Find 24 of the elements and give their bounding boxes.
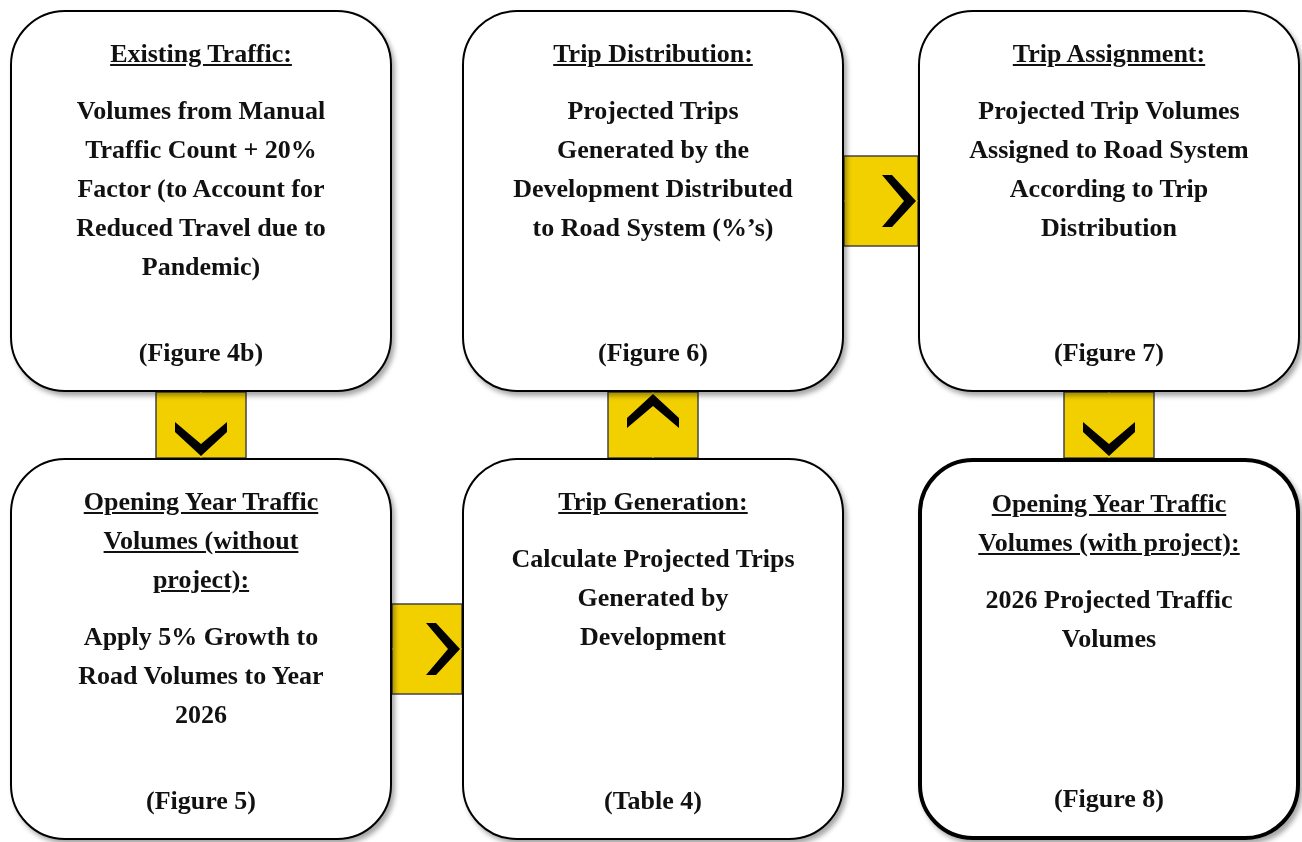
box-heading: Opening Year Traffic Volumes (without project): (82, 486, 320, 596)
box-text: Apply 5% Growth to Road Volumes to Year 2026 (77, 621, 325, 731)
box-heading: Existing Traffic: (110, 38, 292, 70)
box-text: 2026 Projected Traffic Volumes (984, 584, 1234, 655)
box-text: Calculate Projected Trips Generated by Development (510, 543, 796, 653)
figure-reference: (Table 4) (604, 785, 702, 817)
process-box (10, 10, 392, 392)
box-text: Projected Trip Volumes Assigned to Road System According to Trip Distribution (968, 95, 1250, 244)
box-heading: Trip Generation: (558, 486, 748, 518)
process-box (462, 458, 844, 840)
figure-reference: (Figure 6) (598, 337, 708, 369)
figure-reference: (Figure 5) (146, 785, 256, 817)
figure-reference: (Figure 7) (1054, 337, 1164, 369)
box-heading: Opening Year Traffic Volumes (with project): (977, 488, 1241, 559)
process-box (10, 458, 392, 840)
process-box (462, 10, 844, 392)
box-heading: Trip Assignment: (1012, 38, 1206, 70)
box-heading: Trip Distribution: (553, 38, 753, 70)
figure-reference: (Figure 4b) (138, 337, 264, 369)
box-text: Projected Trips Generated by the Development Distributed to Road System (%’s) (512, 95, 794, 244)
figure-reference: (Figure 8) (1054, 783, 1164, 815)
process-box (918, 10, 1300, 392)
process-box (918, 458, 1300, 840)
box-text: Volumes from Manual Traffic Count + 20% Factor (to Account for Reduced Travel due to Pandemic) (75, 95, 327, 283)
